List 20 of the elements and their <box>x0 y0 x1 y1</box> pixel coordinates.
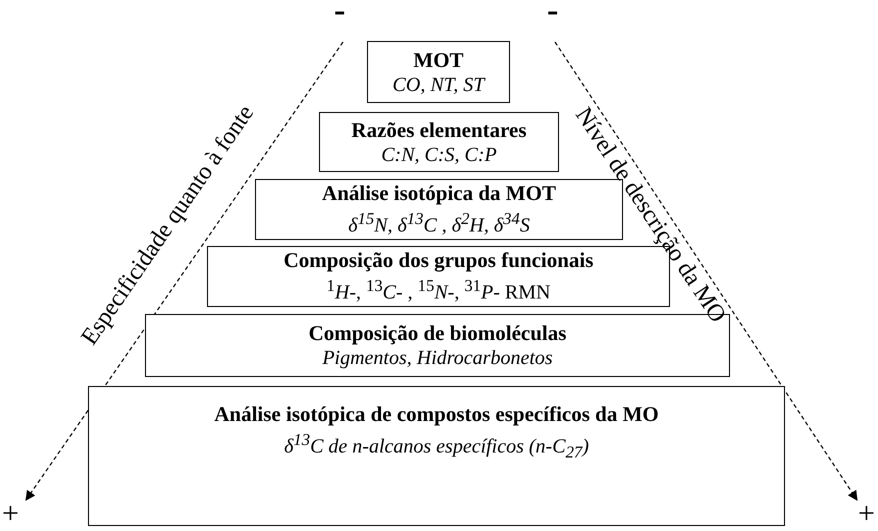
level-detail: Pigmentos, Hidrocarbonetos <box>322 346 553 371</box>
level-box <box>255 179 623 240</box>
level-title: Razões elementares <box>351 116 527 142</box>
level-detail: δ$^{15}$N, δ$^{13}$C , δ$^{2}$H, δ$^{34}$S <box>348 208 530 239</box>
minus-sign: - <box>547 0 558 30</box>
level-box <box>319 112 559 172</box>
level-title: Composição de biomoléculas <box>308 320 566 346</box>
level-title: Composição dos grupos funcionais <box>284 247 594 274</box>
minus-sign: - <box>334 0 346 30</box>
level-detail: δ$^{13}$C de n-alcanos específicos (n-C$_{27}$) <box>284 429 589 464</box>
level-title: MOT <box>413 46 464 72</box>
plus-sign: + <box>2 497 19 531</box>
level-title: Análise isotópica de compostos específicos da MO <box>214 401 659 427</box>
level-box <box>367 41 510 103</box>
level-detail: $^{1}$H-, $^{13}$C- , $^{15}$N-, $^{31}$P- RMN <box>326 275 550 306</box>
plus-sign: + <box>858 497 875 531</box>
level-detail: C:N, C:S, C:P <box>381 142 497 168</box>
level-title: Análise isotópica da MOT <box>322 180 556 206</box>
level-box <box>88 386 785 526</box>
level-detail: CO, NT, ST <box>392 72 484 98</box>
